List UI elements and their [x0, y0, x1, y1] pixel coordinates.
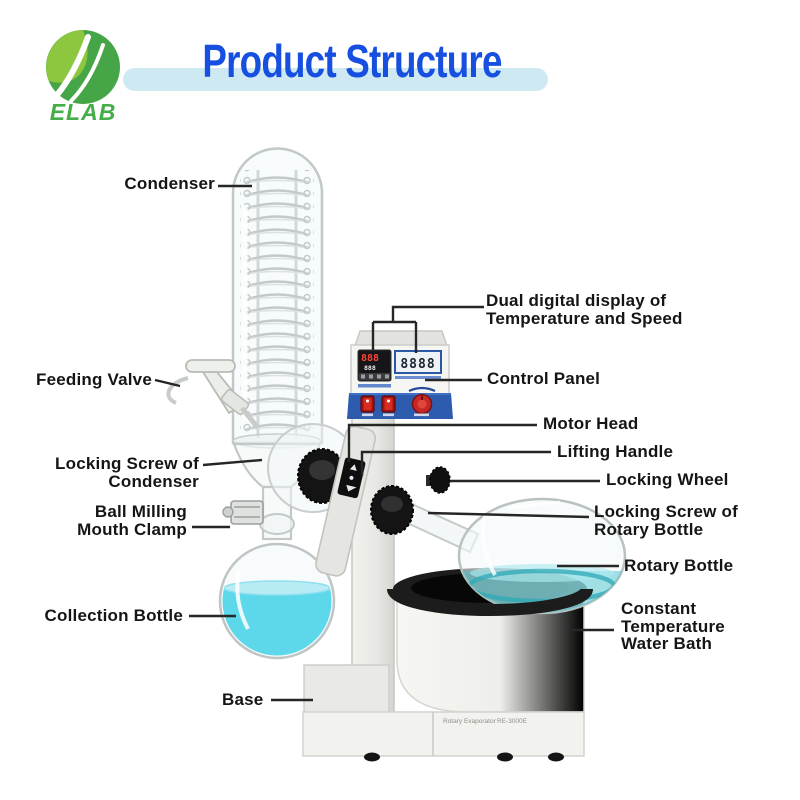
label-base: Base	[222, 690, 264, 709]
label-rotary-bottle: Rotary Bottle	[624, 556, 734, 575]
label-locking-screw-of-condenser: Locking Screw of Condenser	[55, 454, 199, 491]
model-label-text: Rotary Evaporator	[443, 718, 497, 725]
temp-display-setpoint: 888	[364, 364, 376, 372]
locking-wheel-graphic	[426, 466, 451, 494]
label-ball-milling-mouth-clamp: Ball Milling Mouth Clamp	[77, 502, 187, 539]
label-control-panel: Control Panel	[487, 369, 601, 388]
label-dual-digital-display: Dual digital display of Temperature and …	[486, 291, 683, 328]
heater-switch-icon	[381, 395, 396, 413]
speed-display-value: 8888	[400, 357, 435, 372]
title-highlight-bar	[123, 68, 548, 91]
leader-lines	[154, 184, 619, 702]
elab-logo: ELAB	[46, 30, 120, 125]
locking-screw-rotary-graphic	[370, 485, 414, 535]
label-lifting-handle: Lifting Handle	[557, 442, 674, 461]
temp-display-value: 888	[361, 353, 379, 364]
label-collection-bottle: Collection Bottle	[44, 606, 183, 625]
label-locking-screw-of-rotary-bottle: Locking Screw of Rotary Bottle	[594, 502, 738, 539]
lifting-handle-graphic	[315, 425, 377, 577]
page-title: Product Structure	[202, 35, 502, 87]
label-constant-temperature-water-bath: Constant Temperature Water Bath	[621, 599, 725, 653]
label-condenser: Condenser	[124, 174, 215, 193]
label-motor-head: Motor Head	[543, 414, 639, 433]
label-feeding-valve: Feeding Valve	[36, 370, 152, 389]
base-graphic: Rotary Evaporator RE-3000E	[302, 711, 585, 762]
water-bath-rim	[387, 587, 593, 616]
logo-brand-text: ELAB	[50, 99, 117, 125]
label-locking-wheel: Locking Wheel	[606, 470, 729, 489]
power-switch-icon	[360, 395, 375, 413]
feeding-valve-graphic	[166, 359, 260, 430]
model-number-text: RE-3000E	[497, 718, 528, 725]
ball-milling-clamp-graphic	[222, 500, 264, 525]
control-panel-graphic: 888 888 8888	[347, 330, 453, 419]
